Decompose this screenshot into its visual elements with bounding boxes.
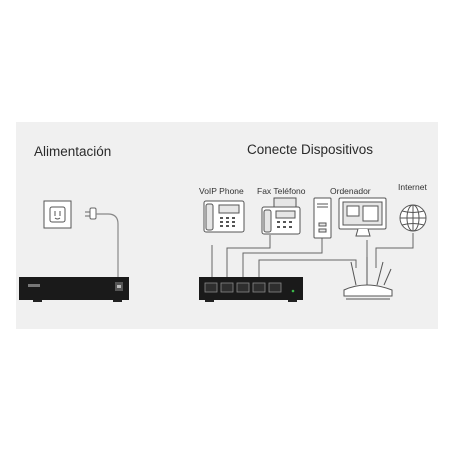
internet-globe-icon <box>399 204 427 232</box>
fax-phone-label: Fax Teléfono <box>257 186 306 196</box>
power-section-title: Alimentación <box>34 144 112 159</box>
connect-section-title: Conecte Dispositivos <box>247 142 374 157</box>
power-adapter-unit <box>19 277 129 302</box>
desktop-computer-icon <box>313 197 387 239</box>
wall-outlet-icon <box>43 200 72 229</box>
fax-phone-icon <box>261 197 301 235</box>
internet-label: Internet <box>398 182 427 192</box>
computer-label: Ordenador <box>330 186 371 196</box>
ethernet-switch-icon <box>199 277 303 302</box>
power-plug-icon <box>85 207 119 284</box>
ethernet-cables <box>211 233 414 280</box>
voip-phone-icon <box>203 200 245 233</box>
wireless-router-icon <box>343 257 393 300</box>
voip-phone-label: VoIP Phone <box>199 186 244 196</box>
